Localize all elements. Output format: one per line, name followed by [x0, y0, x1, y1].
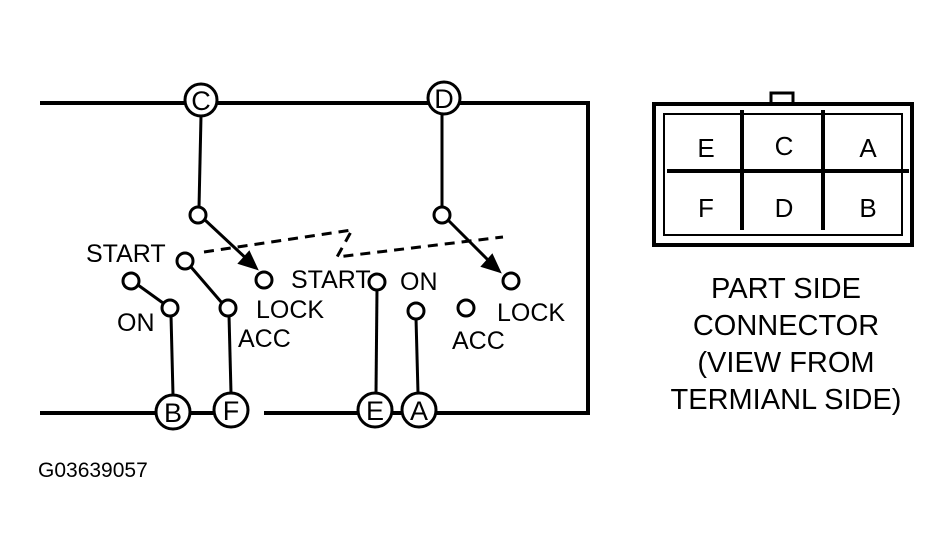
right-lock-label: LOCK: [497, 299, 565, 327]
right-switch-arm: [446, 218, 502, 274]
contacts: [121, 205, 521, 321]
svg-text:F: F: [223, 396, 240, 426]
left-on-contact: [160, 298, 180, 318]
caption-line-4: TERMIANL SIDE): [671, 384, 902, 416]
right-start-contact: [367, 272, 387, 292]
left-start-label: START: [86, 240, 166, 268]
switch-housing: [40, 101, 590, 415]
right-on-label: ON: [400, 268, 438, 296]
caption-line-2: CONNECTOR: [693, 310, 879, 342]
terminal-e: E: [356, 391, 394, 429]
connector-cell-e: E: [697, 133, 714, 163]
svg-text:B: B: [164, 398, 182, 428]
left-pivot: [188, 205, 208, 225]
terminal-a: A: [400, 391, 438, 429]
connector-cell-d: D: [775, 193, 794, 223]
terminal-f: F: [212, 391, 250, 429]
right-acc-label: ACC: [452, 327, 505, 355]
connector-cell-b: B: [859, 193, 876, 223]
left-start-contact: [121, 271, 141, 291]
terminal-d: D: [426, 80, 462, 116]
right-acc-contact: [456, 298, 476, 318]
right-lock-contact: [501, 271, 521, 291]
left-switch-arm: [203, 218, 259, 271]
svg-text:E: E: [366, 396, 384, 426]
left-acc-contact: [218, 298, 238, 318]
left-lock-contact: [254, 270, 274, 290]
caption-line-3: (VIEW FROM: [697, 347, 874, 379]
wires: [137, 114, 444, 396]
svg-text:C: C: [191, 86, 211, 116]
right-start-label: START: [291, 266, 371, 294]
mechanical-linkage: [203, 228, 504, 259]
connector-body: [652, 91, 914, 247]
right-on-contact: [406, 301, 426, 321]
left-acc-label: ACC: [238, 325, 291, 353]
figure-id: G03639057: [38, 459, 148, 482]
terminal-b: B: [154, 393, 192, 431]
connector-cell-f: F: [698, 193, 714, 223]
left-on-label: ON: [117, 309, 155, 337]
left-link-contact: [175, 251, 195, 271]
svg-text:A: A: [410, 396, 428, 426]
terminal-c: C: [183, 82, 219, 118]
right-pivot: [432, 205, 452, 225]
connector-cell-a: A: [859, 133, 877, 163]
caption-line-1: PART SIDE: [711, 273, 861, 305]
left-lock-label: LOCK: [256, 296, 324, 324]
connector-cell-c: C: [775, 131, 794, 161]
svg-text:D: D: [434, 84, 454, 114]
